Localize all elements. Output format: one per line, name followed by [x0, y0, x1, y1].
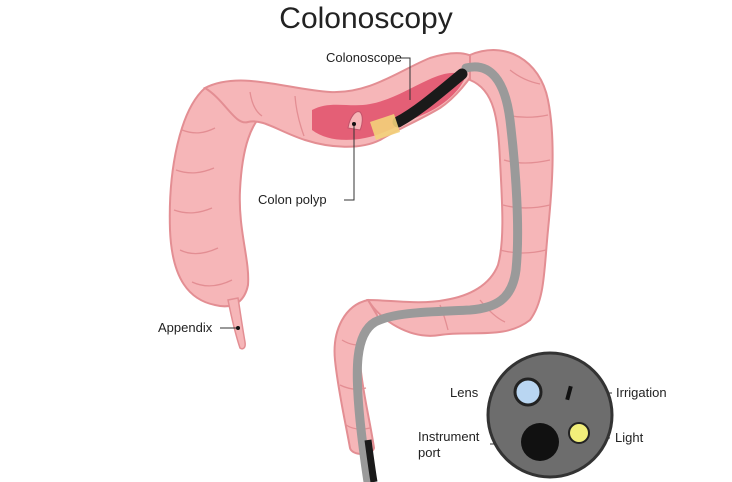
label-colon-polyp: Colon polyp: [258, 192, 327, 207]
haustral-folds: [173, 69, 551, 430]
label-irrigation: Irrigation: [616, 385, 667, 400]
lens-icon: [513, 377, 543, 407]
diagram-title: Colonoscopy: [279, 2, 452, 35]
scope-cable: [364, 439, 378, 482]
scope-sheath: [352, 62, 523, 482]
label-lens: Lens: [450, 385, 479, 400]
transverse-colon: [202, 52, 482, 148]
scope-tip-end-view: [486, 351, 614, 479]
light-icon: [568, 422, 590, 444]
colon-polyp: [347, 111, 363, 131]
appendix: [227, 297, 246, 350]
label-instrument-port-line2: port: [418, 445, 441, 460]
irrigation-icon: [565, 385, 573, 401]
instrument-port-icon: [521, 423, 559, 461]
scope-light-beam: [370, 114, 400, 140]
label-light: Light: [615, 430, 644, 445]
scope-insertion-tube: [392, 68, 468, 128]
label-colonoscope: Colonoscope: [326, 50, 402, 65]
colonoscope: [352, 62, 523, 482]
label-instrument-port-line1: Instrument: [418, 429, 480, 444]
label-appendix: Appendix: [158, 320, 213, 335]
